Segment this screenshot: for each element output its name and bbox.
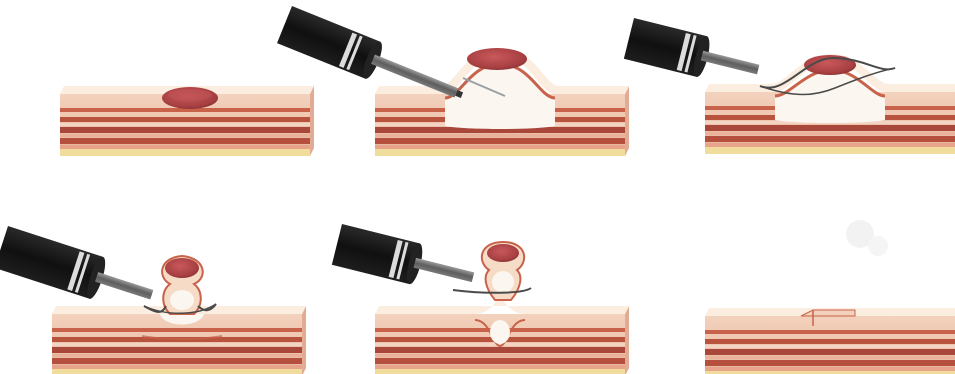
panel-6 — [705, 308, 955, 374]
panel-4 — [52, 306, 306, 374]
pseudopolyp — [144, 256, 216, 314]
panel-5 — [375, 300, 629, 374]
panel-1 — [60, 86, 314, 156]
endoscope — [0, 226, 158, 317]
lesion — [467, 48, 527, 70]
lesion — [165, 258, 199, 278]
catheter — [701, 51, 760, 75]
faint-smudge — [846, 220, 888, 256]
catheter — [95, 272, 153, 299]
panel-2 — [375, 48, 629, 156]
lesion — [487, 244, 519, 262]
catheter — [414, 258, 475, 282]
endoscope — [332, 224, 478, 299]
endoscope — [624, 18, 763, 91]
